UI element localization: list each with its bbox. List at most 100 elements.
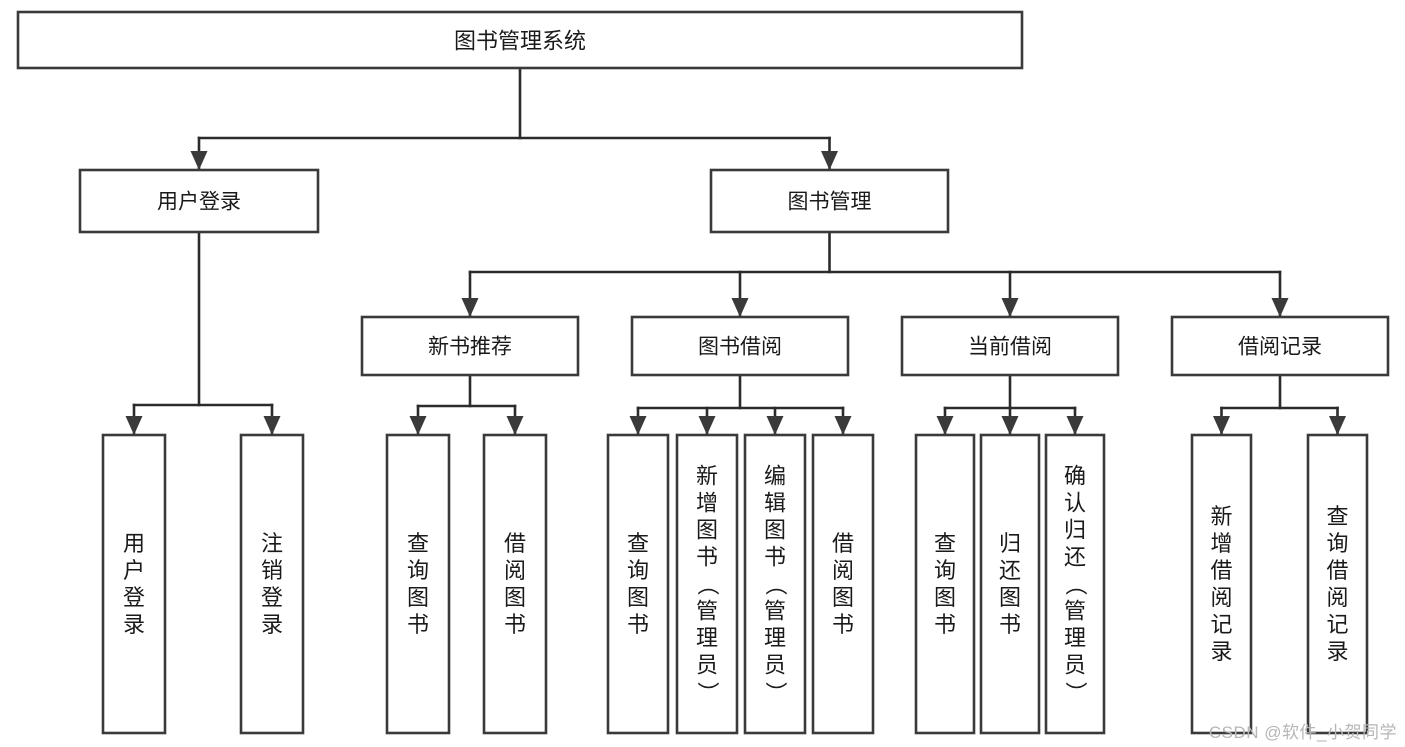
svg-text:辑: 辑 [764, 491, 786, 516]
svg-text:阅: 阅 [504, 558, 526, 583]
node-box-leaf-user-login[interactable] [101, 433, 167, 735]
grp-user_login-arrow-0 [125, 416, 143, 435]
node-box-leaf-cb-confirm-return[interactable] [1044, 433, 1106, 735]
svg-text:借: 借 [832, 531, 854, 556]
svg-text:登: 登 [123, 585, 145, 610]
svg-text:查: 查 [1326, 504, 1348, 529]
node-box-leaf-br-query-record[interactable] [1306, 433, 1369, 735]
svg-text:录: 录 [1326, 639, 1348, 664]
grp-borrow_record-arrow-1 [1329, 416, 1346, 435]
node-box-leaf-logout[interactable] [239, 433, 305, 735]
svg-text:销: 销 [261, 558, 283, 583]
node-box-leaf-rec-query-book[interactable] [385, 433, 451, 735]
grp-current_borrow-arrow-2 [1066, 416, 1084, 435]
svg-text:户: 户 [123, 558, 145, 583]
svg-text:图: 图 [627, 585, 649, 610]
svg-text:注: 注 [261, 531, 283, 556]
node-box-leaf-bb-borrow-book[interactable] [811, 433, 875, 735]
svg-text:阅: 阅 [1326, 585, 1348, 610]
svg-text:书: 书 [999, 612, 1021, 637]
svg-text:询: 询 [407, 558, 429, 583]
node-box-leaf-bb-query-book[interactable] [606, 433, 670, 735]
svg-text:书: 书 [504, 612, 526, 637]
svg-text:图: 图 [832, 585, 854, 610]
svg-text:（: （ [763, 573, 788, 595]
svg-text:管: 管 [1064, 599, 1086, 624]
svg-text:登: 登 [261, 585, 283, 610]
node-box-root[interactable] [16, 10, 1024, 70]
node-label-book-manage: 图书管理 [788, 191, 872, 214]
svg-text:（: （ [695, 573, 720, 595]
node-box-book-manage[interactable] [709, 168, 950, 234]
node-label-new-book-rec: 新书推荐 [428, 336, 512, 359]
grp-book_borrow-arrow-3 [834, 416, 852, 435]
node-box-user-login[interactable] [78, 168, 320, 234]
svg-text:理: 理 [1064, 626, 1086, 651]
node-box-new-book-rec[interactable] [360, 315, 580, 377]
svg-text:书: 书 [934, 612, 956, 637]
node-label-user-login: 用户登录 [157, 191, 241, 214]
node-box-leaf-cb-query-book[interactable] [914, 433, 976, 735]
grp-book_borrow-arrow-0 [629, 416, 647, 435]
svg-text:阅: 阅 [1210, 585, 1232, 610]
svg-text:询: 询 [1326, 531, 1348, 556]
svg-text:书: 书 [764, 545, 786, 570]
node-box-leaf-bb-edit-book[interactable] [743, 433, 807, 735]
svg-text:员: 员 [1064, 653, 1086, 678]
svg-text:记: 记 [1326, 612, 1348, 637]
svg-text:还: 还 [999, 558, 1021, 583]
node-boxes: 图书管理系统用户登录图书管理新书推荐图书借阅当前借阅借阅记录用户登录注销登录查询… [16, 10, 1390, 735]
root-arrow-1 [821, 151, 838, 170]
grp-user_login-arrow-1 [263, 416, 281, 435]
svg-text:录: 录 [261, 612, 283, 637]
grp-new_book_rec-arrow-1 [506, 416, 524, 435]
svg-text:管: 管 [764, 599, 786, 624]
svg-text:书: 书 [627, 612, 649, 637]
svg-text:询: 询 [934, 558, 956, 583]
svg-text:理: 理 [764, 626, 786, 651]
node-box-current-borrow[interactable] [900, 315, 1120, 377]
bookmanage-arrow-0 [461, 298, 479, 317]
node-box-leaf-bb-add-book[interactable] [675, 433, 739, 735]
node-box-leaf-rec-borrow-book[interactable] [482, 433, 548, 735]
svg-text:）: ） [763, 681, 788, 703]
node-box-borrow-record[interactable] [1170, 315, 1390, 377]
bookmanage-arrow-1 [731, 298, 749, 317]
svg-text:图: 图 [407, 585, 429, 610]
connector-lines [125, 66, 1346, 436]
svg-text:编: 编 [764, 464, 786, 489]
node-box-book-borrow[interactable] [630, 315, 850, 377]
svg-text:录: 录 [1210, 639, 1232, 664]
svg-text:理: 理 [696, 626, 718, 651]
svg-text:录: 录 [123, 612, 145, 637]
svg-text:图: 图 [934, 585, 956, 610]
grp-book_borrow-arrow-1 [698, 416, 716, 435]
svg-text:书: 书 [832, 612, 854, 637]
node-label-leaf-user-login: 用户登录 [123, 531, 145, 637]
grp-new_book_rec-arrow-0 [409, 416, 427, 435]
svg-text:书: 书 [407, 612, 429, 637]
svg-text:借: 借 [504, 531, 526, 556]
svg-text:查: 查 [407, 531, 429, 556]
svg-text:（: （ [1063, 573, 1088, 595]
root-arrow-0 [190, 151, 208, 170]
svg-text:借: 借 [1210, 558, 1232, 583]
svg-text:新: 新 [696, 464, 718, 489]
svg-text:图: 图 [696, 518, 718, 543]
svg-text:归: 归 [999, 531, 1021, 556]
node-box-leaf-cb-return-book[interactable] [979, 433, 1041, 735]
node-box-leaf-br-add-record[interactable] [1190, 433, 1253, 735]
